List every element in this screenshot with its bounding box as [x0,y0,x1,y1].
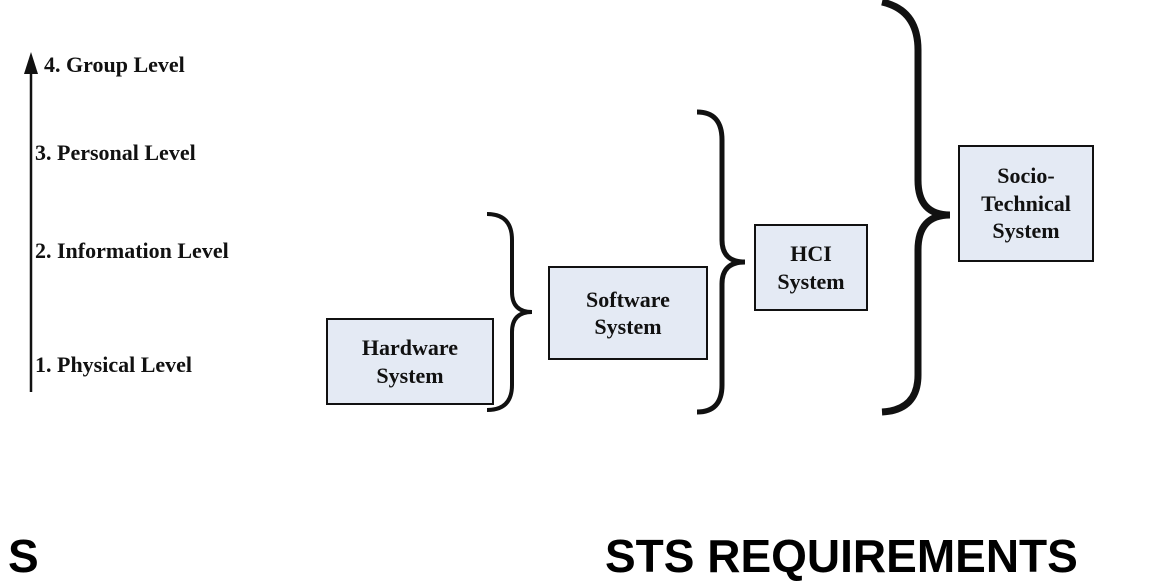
box-line: Software [586,286,670,312]
box-line: System [594,314,662,339]
hci-system-box: HCI System [754,224,868,311]
footer-heading: STS REQUIREMENTS [605,530,1078,582]
hardware-system-box: Hardware System [326,318,494,405]
level-information: 2. Information Level [35,238,229,263]
box-line: System [992,218,1060,244]
level-arrow [24,52,38,392]
box-line: Socio- [997,163,1055,189]
box-line: Technical [981,190,1071,216]
brace-software [696,109,746,415]
arrow-head-icon [24,52,38,74]
software-system-box: Software System [548,266,708,360]
level-personal: 3. Personal Level [35,140,196,165]
brace-hardware [486,212,533,412]
footer-left-fragment: S [8,530,39,582]
socio-technical-system-box: Socio- Technical System [958,145,1094,262]
brace-hci [881,0,951,416]
box-line: HCI [790,241,832,266]
level-group: 4. Group Level [44,52,185,77]
level-physical: 1. Physical Level [35,352,193,377]
box-line: System [777,268,845,294]
box-line: Hardware [361,335,459,360]
diagram-lines [24,0,951,416]
box-line: System [376,362,444,388]
